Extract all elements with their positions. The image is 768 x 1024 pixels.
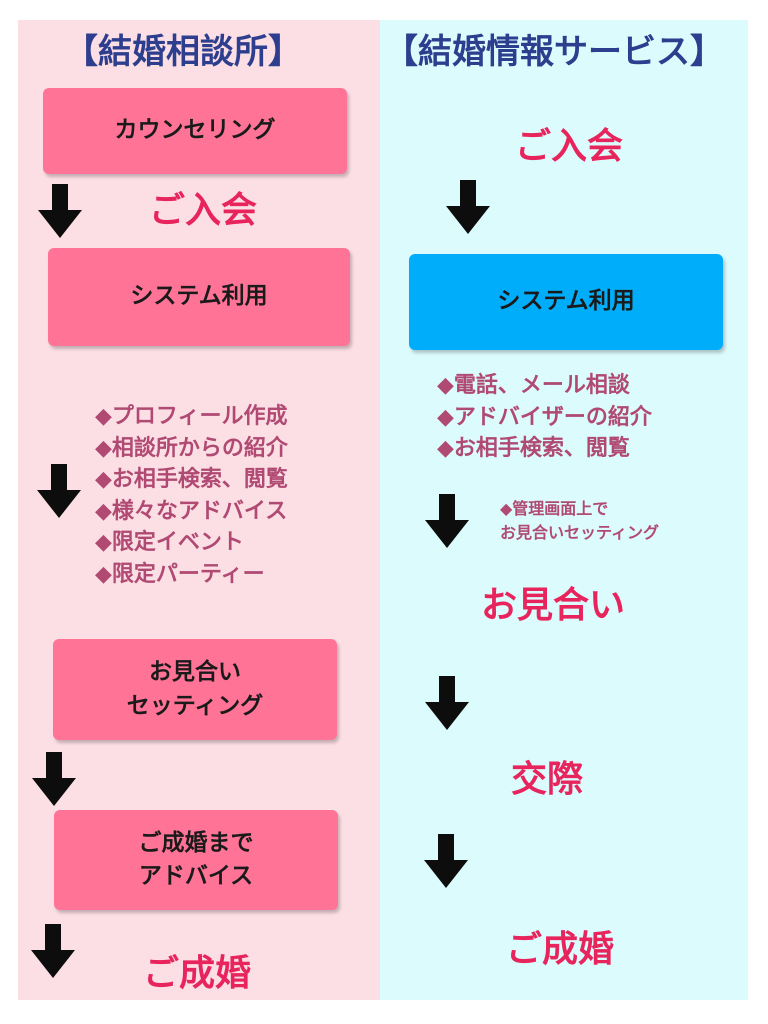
counseling-label: カウンセリング (114, 117, 276, 144)
feature-item: ◆様々なアドバイス (95, 498, 288, 524)
marriage-advice-box: ご成婚まで アドバイス (54, 810, 338, 910)
feature-item: ◆アドバイザーの紹介 (437, 404, 652, 430)
left-final-label: ご成婚 (142, 953, 252, 994)
meeting-setting-note: ◆管理画面上で お見合いセッティング (500, 497, 659, 545)
down-arrow-icon (446, 180, 490, 234)
right-final-label: ご成婚 (505, 929, 615, 970)
meeting-setting-label: お見合い セッティング (126, 659, 264, 719)
down-arrow-icon (32, 752, 76, 806)
left-feature-list: ◆プロフィール作成 ◆相談所からの紹介 ◆お相手検索、閲覧 ◆様々なアドバイス … (95, 401, 288, 590)
feature-item: ◆限定イベント (95, 530, 244, 555)
left-system-use-box: システム利用 (48, 248, 350, 346)
right-system-use-box: システム利用 (409, 254, 723, 350)
counseling-box: カウンセリング (43, 88, 347, 174)
right-system-use-label: システム利用 (497, 288, 635, 315)
down-arrow-icon (424, 834, 468, 888)
right-feature-list: ◆電話、メール相談 ◆アドバイザーの紹介 ◆お相手検索、閲覧 (437, 370, 652, 465)
left-system-use-label: システム利用 (130, 283, 268, 310)
feature-item: ◆限定パーティー (95, 561, 265, 587)
dating-label: 交際 (510, 759, 584, 800)
down-arrow-icon (38, 184, 82, 238)
marriage-agency-title: 【結婚相談所】 (64, 32, 302, 72)
right-meeting-label: お見合い (480, 585, 626, 626)
feature-item: ◆相談所からの紹介 (95, 435, 288, 461)
marriage-advice-label: ご成婚まで アドバイス (138, 829, 254, 889)
feature-item: ◆電話、メール相談 (437, 373, 630, 398)
feature-item: ◆プロフィール作成 (95, 404, 288, 429)
left-join-label: ご入会 (148, 190, 258, 231)
down-arrow-icon (425, 494, 469, 548)
feature-item: ◆お相手検索、閲覧 (95, 467, 288, 492)
down-arrow-icon (31, 924, 75, 978)
down-arrow-icon (37, 464, 81, 518)
right-join-label: ご入会 (514, 126, 624, 167)
meeting-setting-box: お見合い セッティング (53, 639, 337, 740)
marriage-info-service-title: 【結婚情報サービス】 (384, 32, 724, 72)
note-line: ◆管理画面上で (500, 499, 609, 518)
down-arrow-icon (425, 676, 469, 730)
feature-item: ◆お相手検索、閲覧 (437, 436, 630, 461)
note-line: お見合いセッティング (500, 523, 660, 542)
